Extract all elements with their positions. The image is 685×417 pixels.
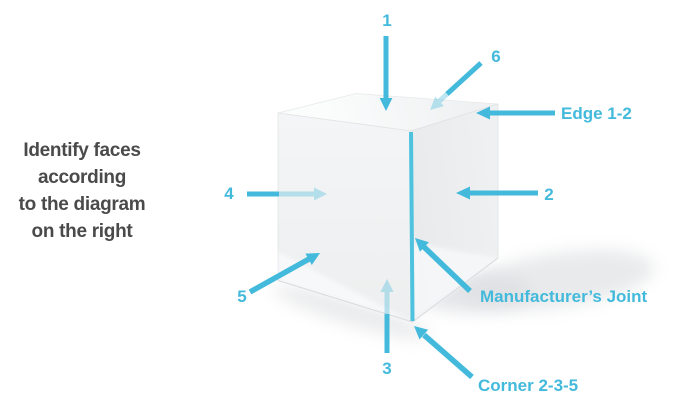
label-corner-2-3-5: Corner 2-3-5 xyxy=(478,376,579,395)
arrow-manufacturers-joint xyxy=(415,238,472,293)
cube-right-face-reflection xyxy=(412,243,498,322)
arrow-corner-2-3-5 xyxy=(414,326,474,380)
arrow-face-3 xyxy=(380,279,394,353)
arrow-face-1 xyxy=(379,36,393,111)
instruction-line: according xyxy=(37,167,127,188)
instruction-line: to the diagram xyxy=(18,194,146,215)
cube-left-face-reflection xyxy=(278,252,413,322)
manufacturers-joint-line xyxy=(409,131,415,322)
label-face-6: 6 xyxy=(491,47,501,66)
label-manufacturers-joint: Manufacturer’s Joint xyxy=(480,287,648,306)
instruction-text: Identify faces according to the diagram … xyxy=(0,137,202,245)
arrow-face-5 xyxy=(248,253,320,295)
label-face-3: 3 xyxy=(382,359,392,378)
cube-bottom-edges xyxy=(277,257,499,323)
label-face-1: 1 xyxy=(382,11,392,30)
arrow-face-6 xyxy=(430,61,483,110)
arrow-face-2 xyxy=(456,186,538,200)
label-face-4: 4 xyxy=(224,184,234,203)
instruction-line: on the right xyxy=(31,221,133,242)
label-face-2: 2 xyxy=(544,185,554,204)
instruction-line: Identify faces xyxy=(23,140,141,161)
arrow-face-4 xyxy=(247,187,327,201)
arrow-edge-1-2 xyxy=(476,106,555,120)
label-face-5: 5 xyxy=(237,287,247,306)
label-edge-1-2: Edge 1-2 xyxy=(561,104,632,123)
